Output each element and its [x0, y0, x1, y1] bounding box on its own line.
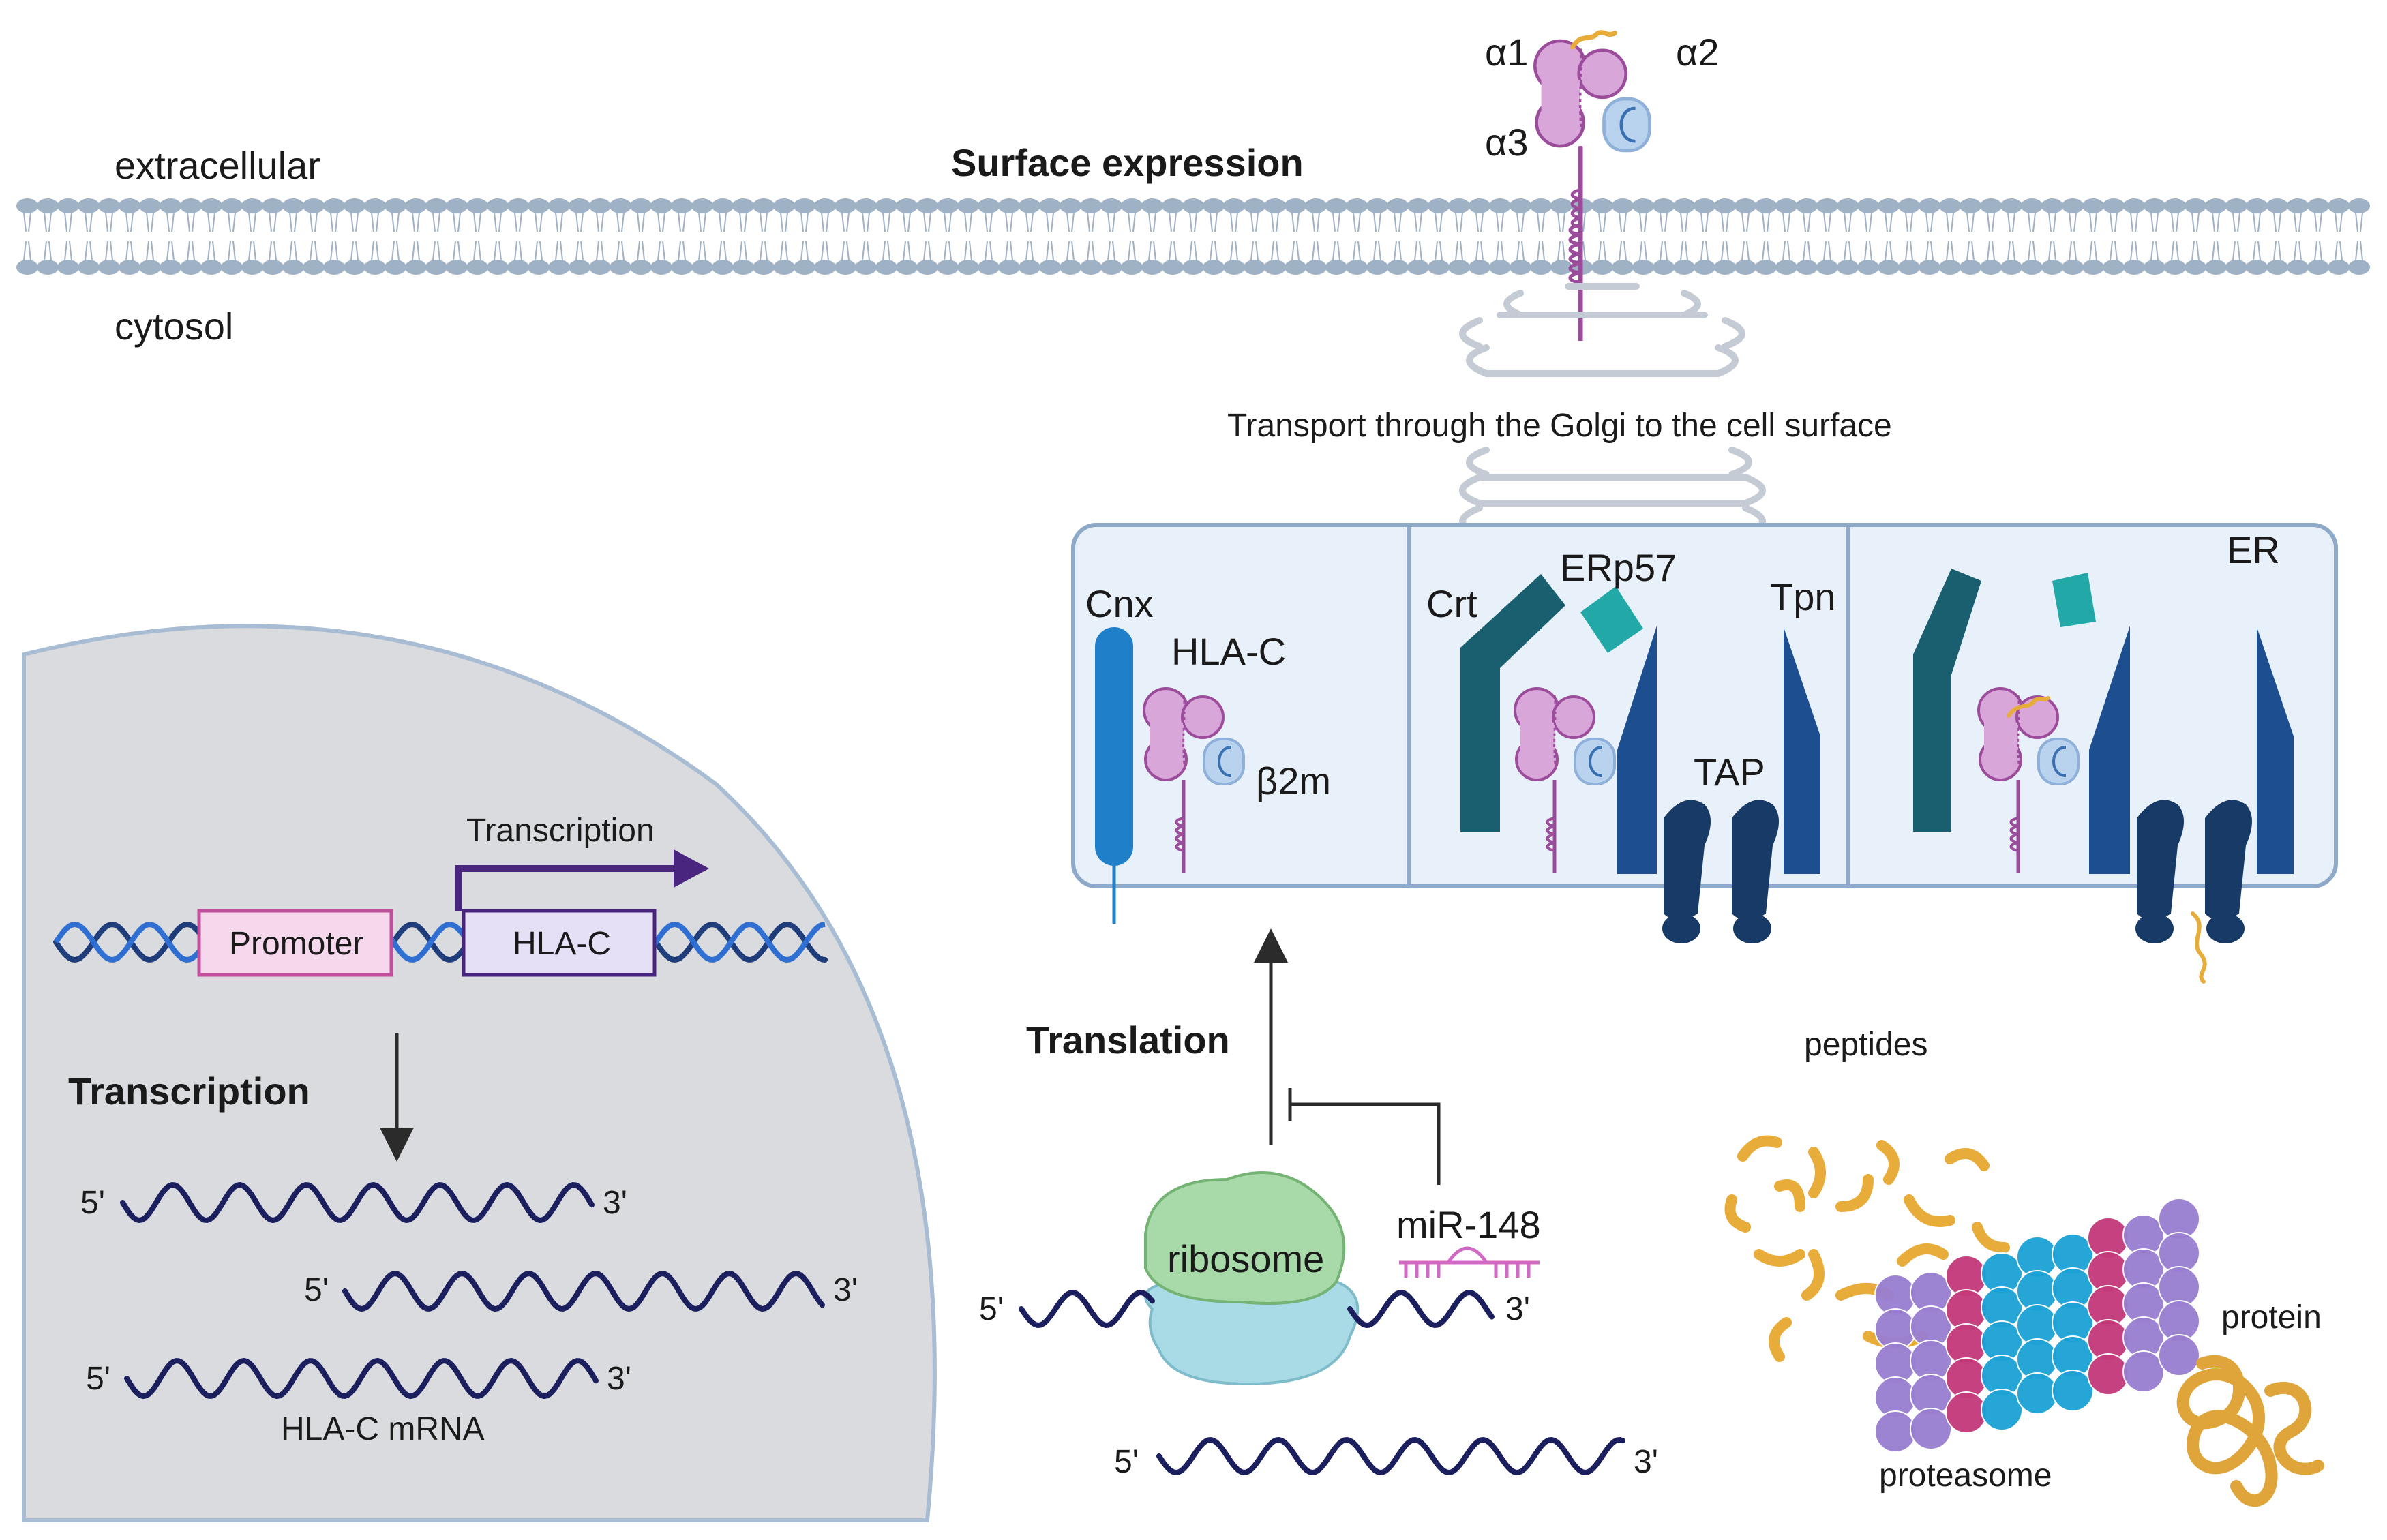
- promoter-label: Promoter: [229, 926, 363, 962]
- nuc-mrna1-5prime: 5': [80, 1185, 105, 1221]
- cnx-label: Cnx: [1085, 582, 1154, 625]
- proteasome-label: proteasome: [1879, 1458, 2052, 1494]
- free-mrna-5prime: 5': [1114, 1444, 1139, 1480]
- ribosome-mrna-3prime: 3': [1505, 1291, 1530, 1327]
- hla-c-gene-box: [462, 909, 657, 977]
- tpn-label: Tpn: [1770, 575, 1836, 618]
- nuc-mrna3-5prime: 5': [86, 1361, 110, 1397]
- tapasin: [1617, 626, 1820, 874]
- cytosol-label: cytosol: [115, 305, 233, 348]
- calreticulin: [1460, 574, 1565, 832]
- proteasome-complex: [1874, 1198, 2200, 1453]
- tap-transporter-2: [2135, 800, 2252, 984]
- tap-transporter: [1662, 800, 1779, 943]
- nuc-mrna2-3prime: 3': [833, 1272, 858, 1308]
- protein-label: protein: [2221, 1299, 2322, 1335]
- hla-c-mrna-label: HLA-C mRNA: [281, 1411, 485, 1447]
- crt-label: Crt: [1426, 582, 1477, 625]
- transcription-heading: Transcription: [68, 1070, 310, 1113]
- dna-double-helix: [53, 921, 828, 963]
- unfolded-protein: [2176, 1355, 2324, 1507]
- calnexin: [1095, 627, 1133, 924]
- hla-c-gene-label: HLA-C: [513, 926, 611, 962]
- plasma-membrane: [16, 147, 2370, 341]
- ribosome-label: ribosome: [1167, 1237, 1324, 1280]
- tapasin-2: [2089, 626, 2294, 874]
- surface-hla-molecule: [1535, 30, 1649, 253]
- translation-heading: Translation: [1026, 1018, 1230, 1061]
- er-label: ER: [2227, 528, 2280, 571]
- b2m-label: β2m: [1256, 759, 1331, 802]
- transcription-arrowhead: [674, 849, 709, 888]
- erp57: [1580, 586, 1643, 653]
- alpha2-label: α2: [1676, 31, 1720, 74]
- peptides-label: peptides: [1804, 1027, 1927, 1063]
- erp57-label: ERp57: [1560, 546, 1677, 589]
- nuc-mrna2-5prime: 5': [304, 1272, 329, 1308]
- mrna-strands: [120, 1181, 1625, 1476]
- alpha1-label: α1: [1485, 31, 1529, 74]
- extracellular-label: extracellular: [115, 144, 320, 187]
- endoplasmic-reticulum: [1071, 523, 2338, 888]
- ribosome-mrna-5prime: 5': [979, 1291, 1004, 1327]
- calreticulin-2: [1913, 569, 1981, 832]
- nuc-mrna1-3prime: 3': [603, 1185, 627, 1221]
- tap-label: TAP: [1694, 751, 1765, 794]
- transcription-start-arrow: [455, 865, 682, 911]
- erp57-2: [2052, 573, 2096, 627]
- mirna-label: miR-148: [1396, 1203, 1541, 1246]
- promoter-box: [197, 909, 393, 977]
- ribosome: [1144, 1171, 1360, 1386]
- transcription-arrow-label: Transcription: [466, 813, 655, 849]
- alpha3-label: α3: [1485, 121, 1529, 164]
- free-mrna-3prime: 3': [1634, 1444, 1658, 1480]
- er-hla-molecule-3: [1979, 689, 2078, 873]
- mirna-148: [1399, 1246, 1540, 1278]
- nuc-mrna3-3prime: 3': [607, 1361, 631, 1397]
- hla-c-er-label: HLA-C: [1171, 630, 1286, 673]
- mirna-inhibition-line: [1288, 1088, 1441, 1185]
- golgi-transport-caption: Transport through the Golgi to the cell …: [1227, 408, 1892, 444]
- surface-expression-heading: Surface expression: [951, 141, 1304, 184]
